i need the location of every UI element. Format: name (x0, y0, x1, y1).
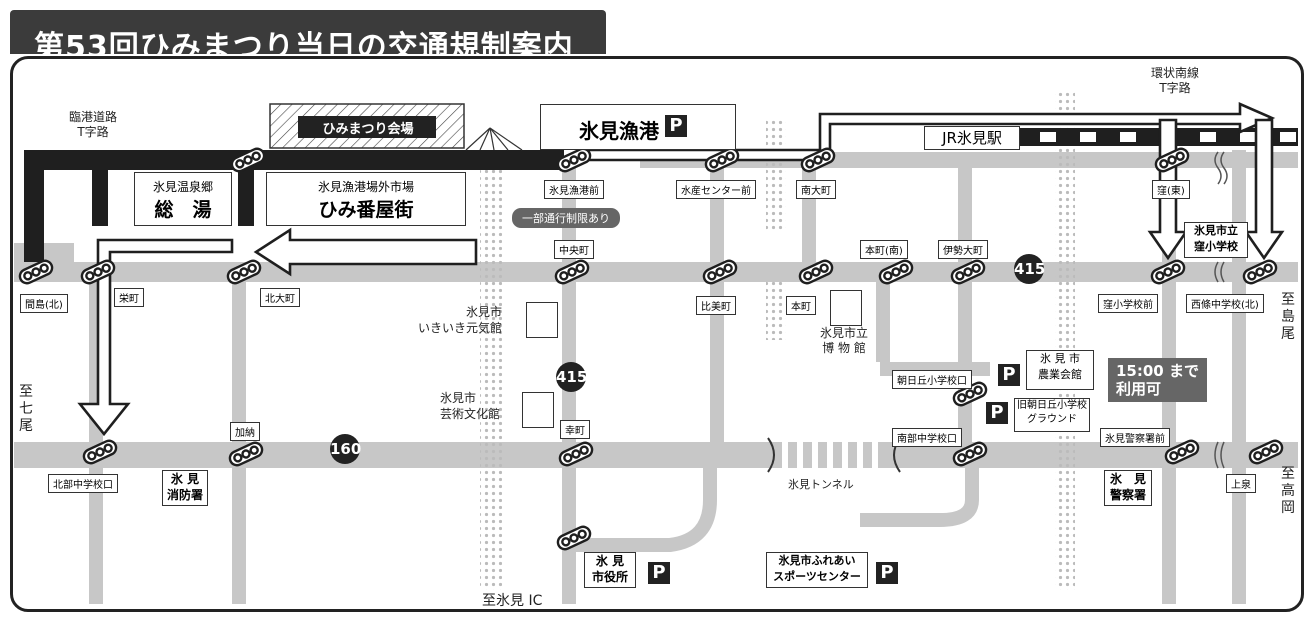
partial-restriction-note: 一部通行制限あり (512, 208, 620, 228)
title-banner: 第53回ひみまつり当日の交通規制案内 (10, 10, 606, 65)
cityhall-label: 氷 見 市役所 (584, 552, 636, 588)
intersection-label: 本町(南) (860, 240, 908, 259)
intersection-label: 窪小学校前 (1098, 294, 1158, 313)
intersection-label: 北大町 (260, 288, 300, 307)
intersection-label: 本町 (786, 296, 816, 315)
sports-label: 氷見市ふれあい スポーツセンター (766, 552, 868, 588)
parking-icon-sports: P (876, 562, 898, 584)
geijutsu-label: 氷見市 芸術文化館 (440, 391, 501, 421)
nogyo-label: 氷 見 市 農業会館 (1026, 350, 1094, 390)
ikiiki-label: 氷見市 いきいき元気館 (418, 305, 503, 335)
market-label-1: 氷見漁港場外市場 (317, 180, 414, 194)
route-415-sign: 415 (1014, 254, 1045, 284)
parking-icon: P (665, 115, 687, 137)
museum-building (830, 290, 862, 326)
intersection-label: 南大町 (796, 180, 836, 199)
rinko-t-label: 臨港道路 T字路 (68, 110, 117, 139)
traffic-signals (18, 147, 1284, 551)
route-160-sign: 160 (330, 434, 361, 464)
onsen-box: 氷見温泉郷 総 湯 (134, 172, 232, 226)
onsen-label-1: 氷見温泉郷 (152, 180, 213, 194)
closed-roads (24, 150, 564, 262)
intersection-label: 氷見警察署前 (1100, 428, 1170, 447)
kanjo-t-label: 環状南線 T字路 (1150, 66, 1199, 95)
to-takaoka-label: 至高岡 (1281, 466, 1295, 516)
intersection-label: 氷見漁港前 (544, 180, 604, 199)
intersection-label: 幸町 (560, 420, 590, 439)
parking-icon-nogyo: P (998, 364, 1020, 386)
intersection-label: 栄町 (114, 288, 144, 307)
parking-icon-ground: P (986, 402, 1008, 424)
intersection-label: 西條中学校(北) (1186, 294, 1264, 313)
intersection-label: 加納 (230, 422, 260, 441)
intersection-label: 朝日丘小学校口 (892, 370, 972, 389)
onsen-label-2: 総 湯 (154, 199, 212, 221)
geijutsu-building (522, 392, 554, 428)
station-label: JR氷見駅 (924, 126, 1020, 150)
port-box: 氷見漁港 P (540, 104, 736, 150)
port-label: 氷見漁港 (579, 119, 659, 143)
intersection-label: 比美町 (696, 296, 736, 315)
detour-arrows (77, 102, 1285, 437)
intersection-label: 間島(北) (20, 294, 68, 313)
route-415-sign: 415 (556, 362, 587, 392)
museum-label: 氷見市立 博 物 館 (820, 326, 869, 355)
ikiiki-building (526, 302, 558, 338)
intersection-label: 南部中学校口 (892, 428, 962, 447)
available-note: 15:00 まで 利用可 (1108, 358, 1207, 402)
tunnel-label: 氷見トンネル (788, 478, 854, 491)
intersection-label: 北部中学校口 (48, 474, 118, 493)
venue-label: ひみまつり会場 (322, 122, 414, 137)
to-nanao-label: 至七尾 (19, 384, 33, 434)
intersection-label: 伊勢大町 (938, 240, 988, 259)
market-label-2: ひみ番屋街 (318, 199, 414, 221)
police-label: 氷 見 警察署 (1104, 470, 1152, 506)
ground-label: 旧朝日丘小学校 グラウンド (1014, 398, 1090, 432)
market-box: 氷見漁港場外市場 ひみ番屋街 (266, 172, 466, 226)
intersection-label: 中央町 (554, 240, 594, 259)
parking-icon-cityhall: P (648, 562, 670, 584)
intersection-label: 窪(東) (1152, 180, 1190, 199)
school-label: 氷見市立 窪小学校 (1184, 222, 1248, 258)
intersection-label: 水産センター前 (676, 180, 756, 199)
intersection-label: 上泉 (1226, 474, 1256, 493)
fire-station-label: 氷 見 消防署 (162, 470, 208, 506)
to-shimao-label: 至島尾 (1281, 292, 1295, 342)
to-ic-label: 至氷見 IC (482, 593, 543, 609)
